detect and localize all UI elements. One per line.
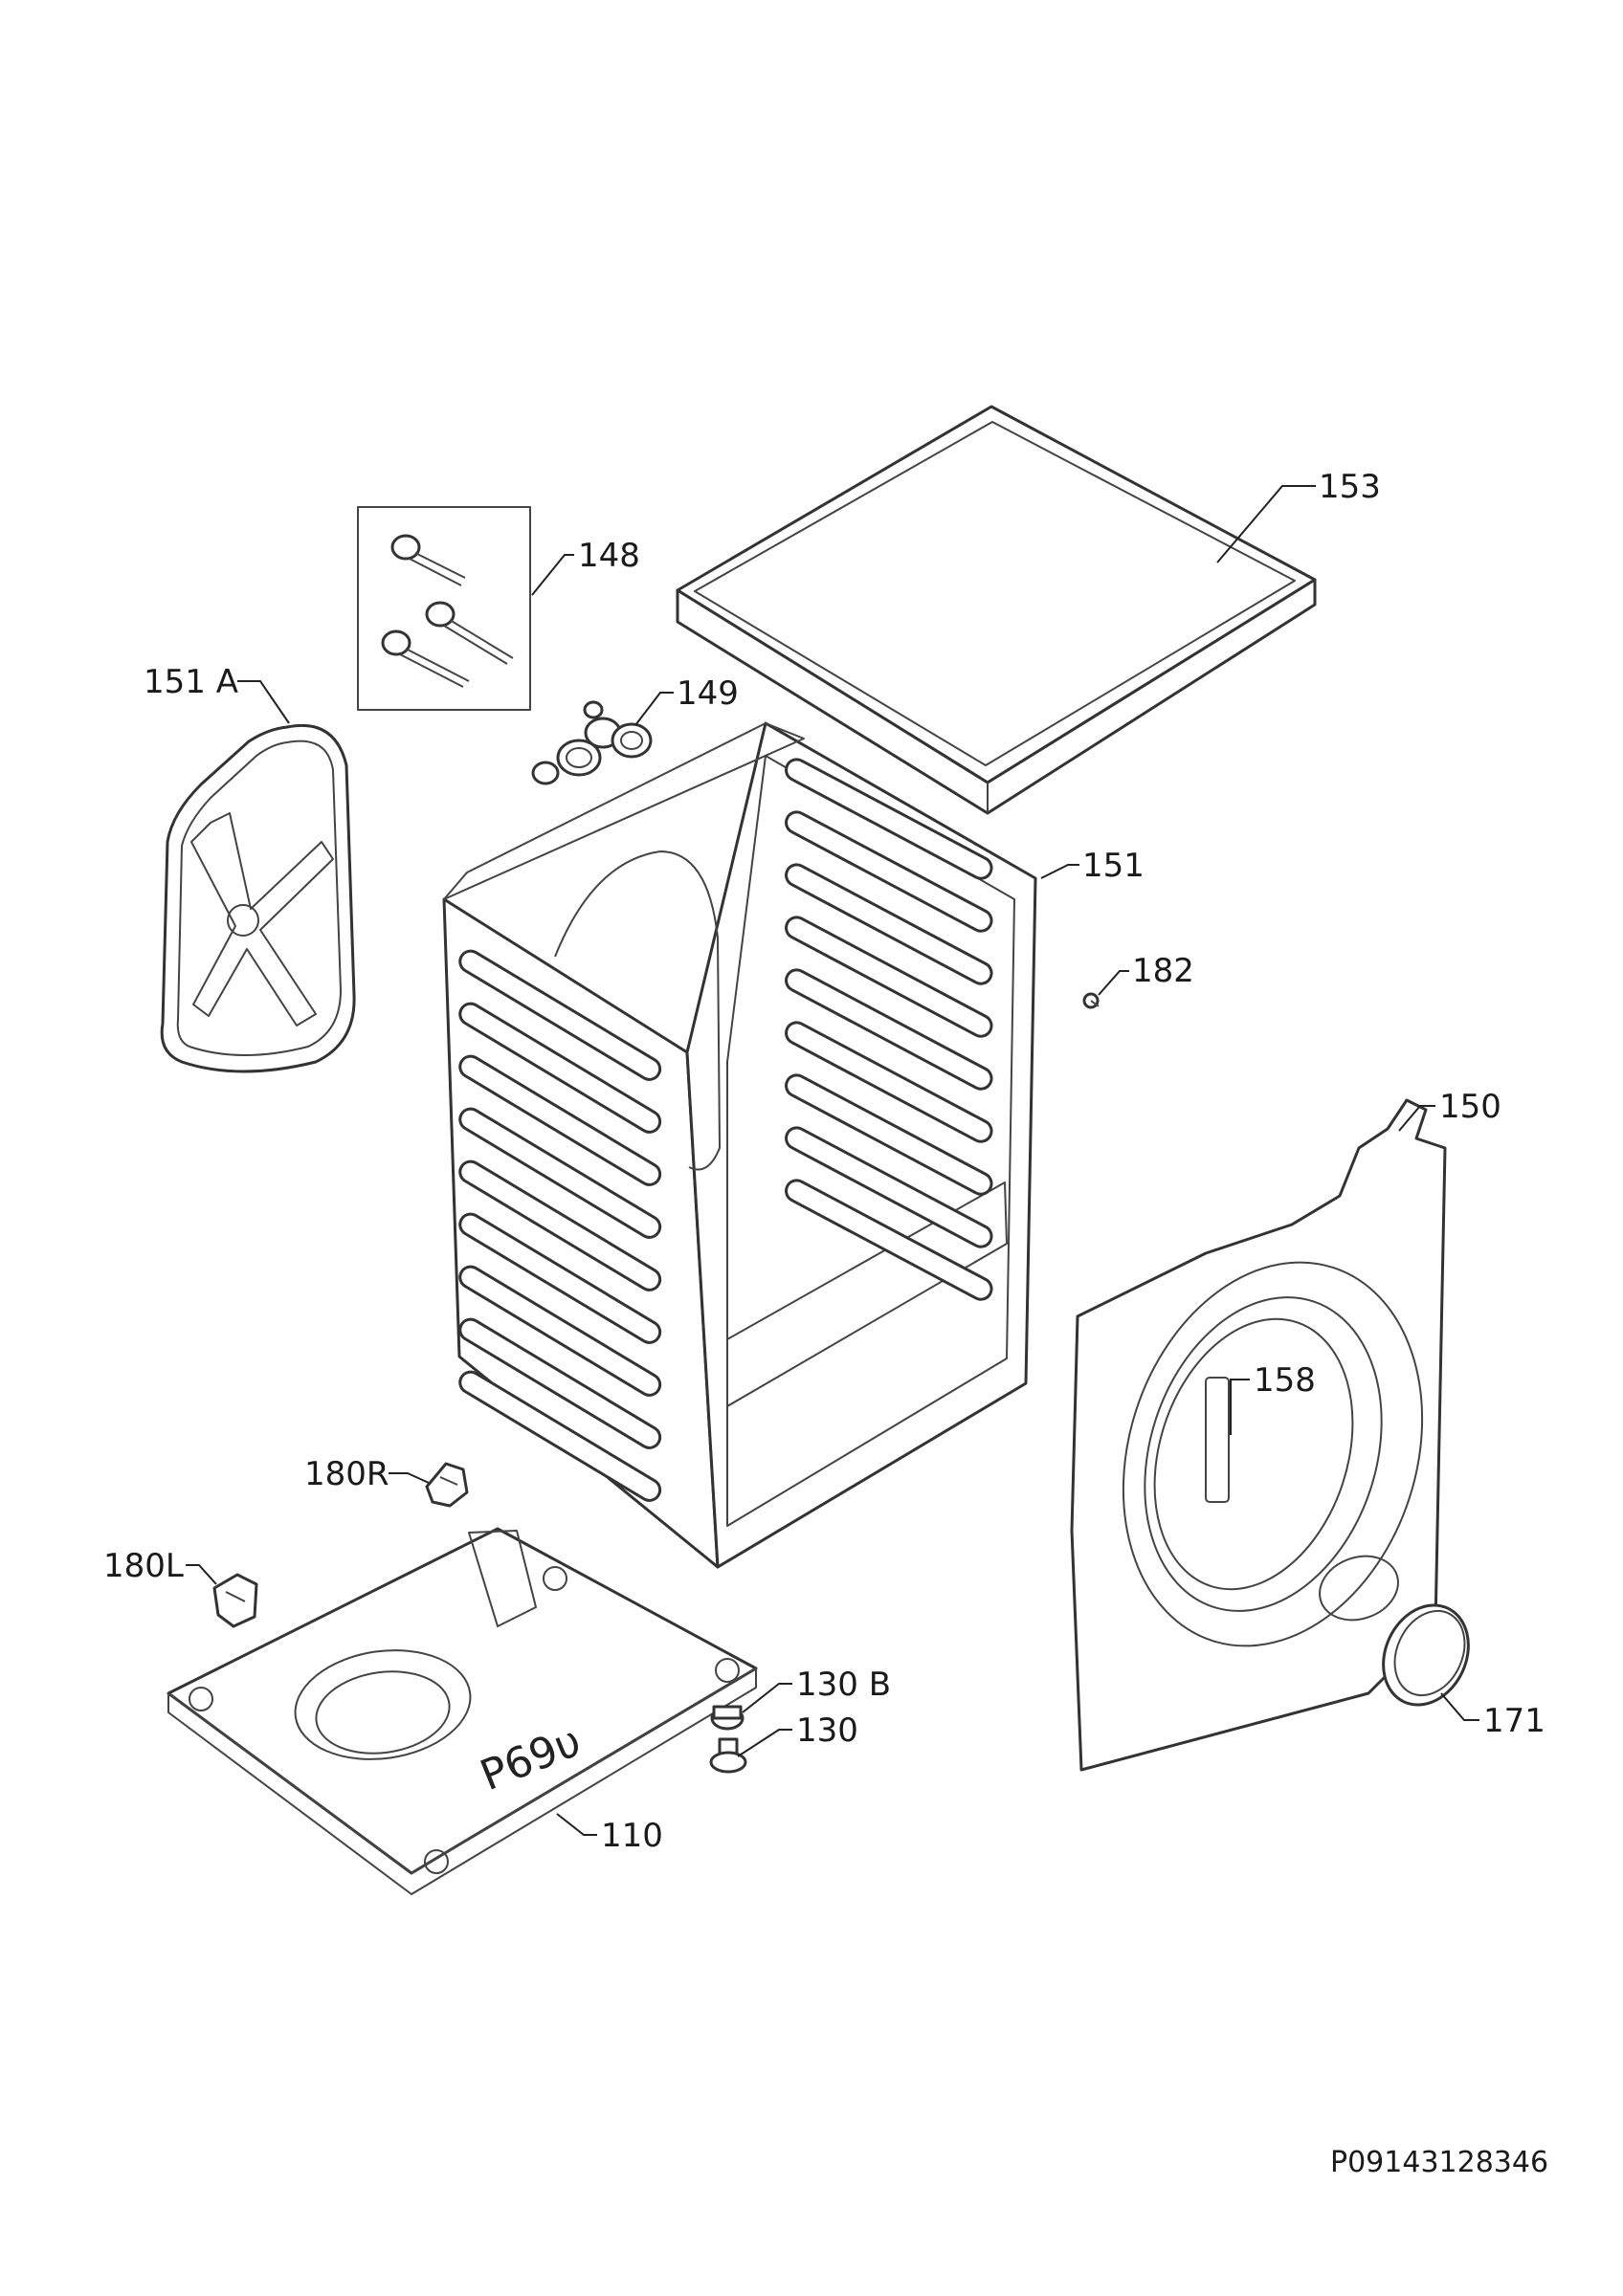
label-151: 151 [1082,847,1145,885]
label-110: 110 [601,1817,663,1855]
label-180l: 180L [103,1547,184,1585]
label-151a: 151 A [144,663,238,701]
cabinet-right-slots [785,758,993,1301]
label-149: 149 [677,674,739,713]
part-182-screw [1082,992,1100,1009]
label-158: 158 [1254,1361,1316,1400]
label-150: 150 [1439,1088,1501,1126]
label-148: 148 [578,537,640,575]
label-153: 153 [1319,468,1381,506]
label-171: 171 [1483,1702,1545,1740]
leader-lines [186,485,1479,1836]
part-180r-foot-bracket [425,1462,469,1508]
part-153-top-cover [676,405,1317,815]
label-180r: 180R [304,1455,389,1493]
part-149-plugs [531,700,653,785]
part-130b-foot-nut [710,1705,745,1731]
part-180l-foot-bracket [212,1573,258,1628]
part-151-cabinet [442,721,1037,1569]
part-151a-rear-cover [160,723,356,1073]
part-130-foot [709,1737,747,1774]
part-171-cap [1382,1603,1470,1707]
label-130b: 130 B [796,1666,891,1704]
drawing-code: P09143128346 [1330,2146,1548,2179]
part-148-transport-bolts [357,506,531,711]
callout-labels: 153 148 151 A 149 151 182 150 158 180R 1… [103,468,1545,1855]
label-182: 182 [1132,952,1194,990]
cabinet-side-slots [458,949,662,1502]
label-130: 130 [796,1711,858,1750]
part-150-front-panel [1070,1098,1447,1772]
